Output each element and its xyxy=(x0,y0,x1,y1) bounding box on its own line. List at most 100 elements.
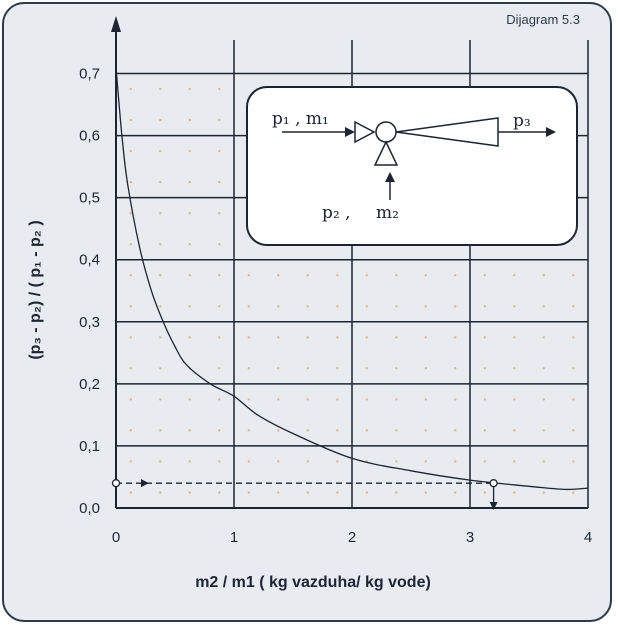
grid-dot xyxy=(247,305,250,308)
grid-dot xyxy=(306,336,309,339)
grid-dot xyxy=(483,336,486,339)
reading-point-curve xyxy=(489,479,498,488)
grid-dot xyxy=(454,491,457,494)
grid-dot xyxy=(424,398,427,401)
inlet-1-arrow xyxy=(345,127,355,137)
grid-dot xyxy=(188,180,191,184)
mixing-chamber-icon xyxy=(375,121,397,143)
grid-dot xyxy=(159,243,162,246)
grid-dot xyxy=(454,460,457,463)
grid-dot xyxy=(542,336,545,339)
grid-dot xyxy=(513,336,516,339)
grid-dot xyxy=(306,491,309,494)
grid-dot xyxy=(306,367,309,370)
y-tick-label: 0,4 xyxy=(79,252,100,269)
grid-dot xyxy=(542,429,545,432)
grid-dot xyxy=(572,429,575,432)
grid-dot xyxy=(129,87,132,91)
grid-dot xyxy=(424,305,427,308)
grid-dot xyxy=(188,398,191,401)
grid-dot xyxy=(454,367,457,370)
y-tick-label: 0,7 xyxy=(79,66,100,83)
grid-dot xyxy=(572,274,575,277)
grid-dot xyxy=(424,429,427,432)
grid-dot xyxy=(218,398,221,401)
grid-dot xyxy=(188,212,191,215)
grid-dot xyxy=(129,460,132,463)
grid-dot xyxy=(454,274,457,277)
grid-dot xyxy=(218,429,221,432)
grid-dot xyxy=(306,460,309,463)
grid-dot xyxy=(483,398,486,401)
grid-dot xyxy=(572,305,575,308)
grid-dot xyxy=(336,491,339,494)
grid-dot xyxy=(159,118,162,122)
grid-dot xyxy=(277,429,280,432)
x-axis-label: m2 / m1 ( kg vazduha/ kg vode) xyxy=(195,574,431,591)
grid-dot xyxy=(129,336,132,339)
grid-dot xyxy=(365,367,368,370)
grid-dot xyxy=(129,491,132,494)
reading-point-start xyxy=(111,479,121,488)
grid-dot xyxy=(454,336,457,339)
reading-example xyxy=(111,479,498,510)
grid-dot xyxy=(159,398,162,401)
grid-dot xyxy=(247,398,250,401)
grid-dot xyxy=(306,274,309,277)
grid-dot xyxy=(159,274,162,277)
grid-dot xyxy=(395,460,398,463)
grid-dot xyxy=(159,212,162,215)
grid-dot xyxy=(247,429,250,432)
grid-dot xyxy=(159,429,162,432)
grid-dot xyxy=(277,274,280,277)
x-tick-label: 1 xyxy=(230,529,238,546)
grid-dot xyxy=(424,336,427,339)
diagram-label: Dijagram 5.3 xyxy=(506,12,580,27)
grid-dot xyxy=(454,305,457,308)
grid-dot xyxy=(218,336,221,339)
grid-dot xyxy=(336,398,339,401)
grid-dot xyxy=(542,305,545,308)
grid-dot xyxy=(159,149,162,153)
grid-dot xyxy=(365,305,368,308)
grid-dot xyxy=(395,429,398,432)
grid-dot xyxy=(336,429,339,432)
grid-dot xyxy=(542,460,545,463)
grid-dot xyxy=(129,180,132,184)
grid-dot xyxy=(277,460,280,463)
reading-arrow-right xyxy=(141,479,149,488)
grid-dot xyxy=(395,336,398,339)
grid-dot xyxy=(188,336,191,339)
grid-dot xyxy=(365,274,368,277)
grid-dot xyxy=(306,305,309,308)
grid-dot xyxy=(542,398,545,401)
y-tick-label: 0,5 xyxy=(79,190,100,207)
grid-dot xyxy=(306,398,309,401)
inlet-2-label: p₂ , xyxy=(322,203,351,223)
grid-dot xyxy=(424,367,427,370)
x-tick-label: 3 xyxy=(466,529,474,546)
grid-dot xyxy=(454,398,457,401)
grid-dot xyxy=(277,367,280,370)
grid-dot xyxy=(277,398,280,401)
grid-dot xyxy=(188,491,191,494)
grid-dot xyxy=(513,491,516,494)
grid-dot xyxy=(188,87,191,91)
grid-dot xyxy=(513,274,516,277)
grid-dot xyxy=(336,460,339,463)
grid-dots xyxy=(129,87,575,494)
grid-dot xyxy=(218,87,221,91)
x-tick-label: 0 xyxy=(112,529,120,546)
x-tick-label: 2 xyxy=(348,529,356,546)
grid-dot xyxy=(424,491,427,494)
grid-dot xyxy=(483,491,486,494)
grid-dot xyxy=(513,429,516,432)
grid-dot xyxy=(188,305,191,308)
grid-dot xyxy=(188,429,191,432)
grid-dot xyxy=(218,149,221,153)
grid-dot xyxy=(129,149,132,153)
grid-dot xyxy=(129,243,132,246)
grid-dot xyxy=(424,460,427,463)
grid-dot xyxy=(159,336,162,339)
grid-dot xyxy=(395,398,398,401)
